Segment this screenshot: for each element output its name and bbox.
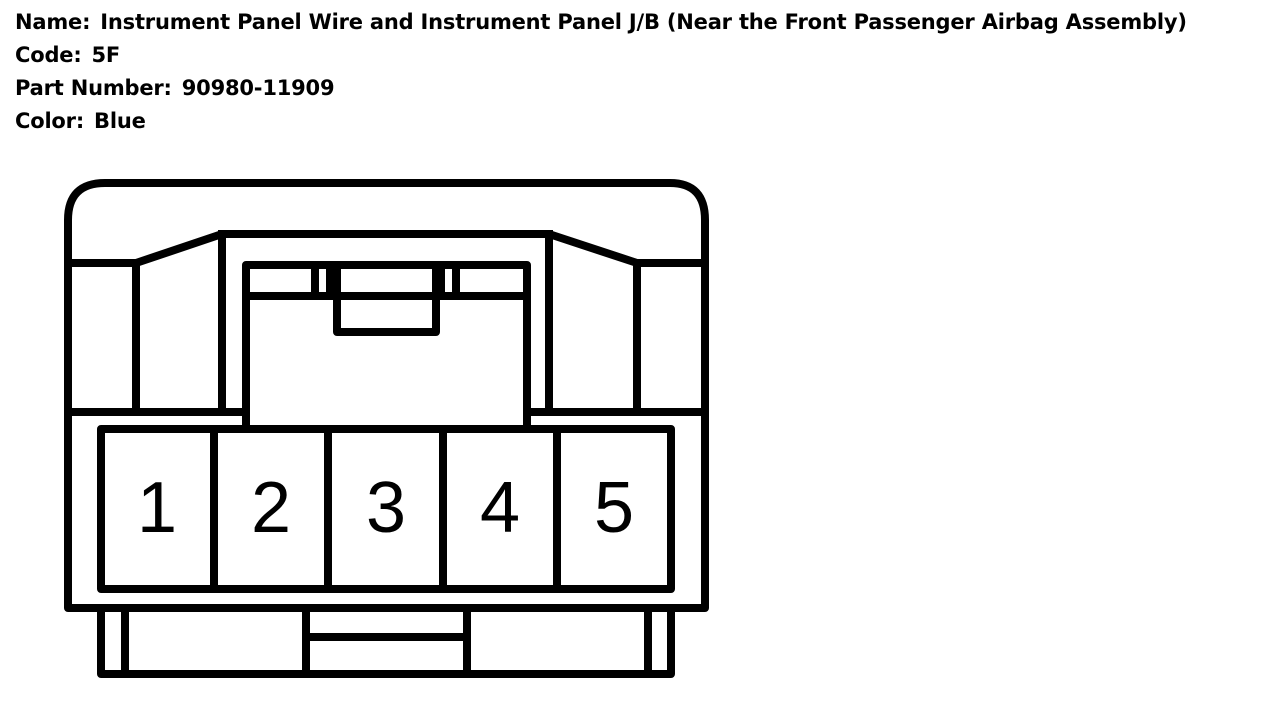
left-latch bbox=[132, 230, 226, 416]
part-number-value: 90980-11909 bbox=[181, 76, 335, 100]
pin-label-5: 5 bbox=[594, 468, 634, 548]
connector-base bbox=[97, 604, 675, 678]
code-row: Code: 5F bbox=[15, 39, 1187, 72]
pin-label-3: 3 bbox=[366, 468, 406, 548]
code-label: Code: bbox=[15, 43, 82, 67]
cavity-row-frame bbox=[97, 425, 675, 593]
lock-slot-right bbox=[437, 261, 460, 300]
name-value: Instrument Panel Wire and Instrument Pan… bbox=[100, 10, 1187, 34]
lock-slot-left bbox=[311, 261, 334, 300]
color-row: Color: Blue bbox=[15, 105, 1187, 138]
connector-housing-outline bbox=[64, 179, 709, 612]
connector-info: Name: Instrument Panel Wire and Instrumen… bbox=[15, 6, 1187, 138]
base-key bbox=[302, 604, 471, 678]
color-label: Color: bbox=[15, 109, 85, 133]
color-value: Blue bbox=[94, 109, 146, 133]
pin-label-2: 2 bbox=[251, 468, 291, 548]
right-latch bbox=[545, 230, 641, 416]
part-number-label: Part Number: bbox=[15, 76, 172, 100]
pin-label-4: 4 bbox=[480, 468, 520, 548]
pin-label-1: 1 bbox=[137, 468, 177, 548]
name-label: Name: bbox=[15, 10, 91, 34]
lock-tab bbox=[333, 261, 440, 336]
name-row: Name: Instrument Panel Wire and Instrumen… bbox=[15, 6, 1187, 39]
code-value: 5F bbox=[91, 43, 121, 67]
lock-frame bbox=[242, 261, 531, 300]
part-number-row: Part Number: 90980-11909 bbox=[15, 72, 1187, 105]
lock-body bbox=[242, 292, 531, 428]
